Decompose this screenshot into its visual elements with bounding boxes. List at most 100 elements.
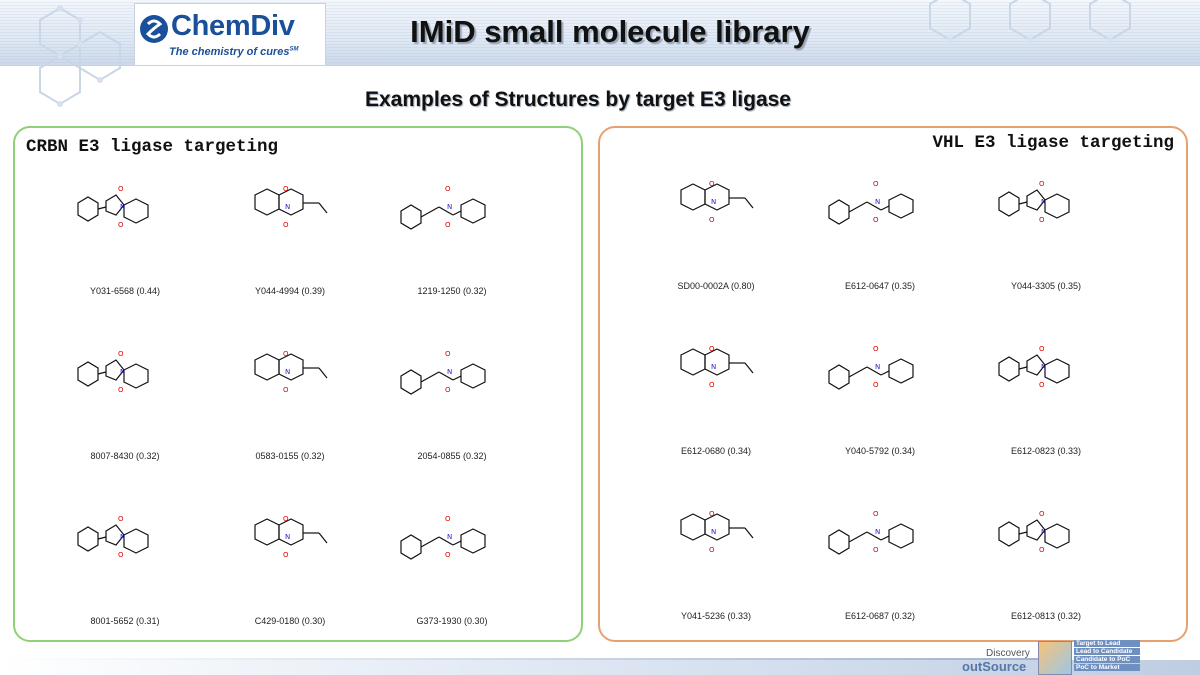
svg-text:N: N [1041, 528, 1046, 536]
svg-text:N: N [875, 528, 880, 536]
molecule-structure-icon: O O N [815, 160, 945, 250]
svg-text:O: O [283, 185, 289, 193]
molecule-structure-icon: O O N [387, 495, 517, 585]
svg-text:N: N [285, 533, 290, 541]
svg-text:N: N [711, 363, 716, 371]
svg-text:O: O [283, 551, 289, 559]
svg-text:O: O [118, 221, 124, 229]
footer-stage: PoC to Market [1074, 664, 1140, 671]
svg-text:N: N [120, 203, 125, 211]
svg-text:O: O [1039, 345, 1045, 353]
svg-text:O: O [1039, 381, 1045, 389]
molecule-structure-icon: O O N [387, 330, 517, 420]
svg-text:N: N [875, 198, 880, 206]
crbn-panel-title: CRBN E3 ligase targeting [26, 137, 279, 157]
svg-text:O: O [709, 381, 715, 389]
svg-text:O: O [118, 551, 124, 559]
svg-text:O: O [445, 386, 451, 394]
footer-band [0, 660, 1200, 675]
svg-text:O: O [709, 345, 715, 353]
compound-label: E612-0813 (0.32) [1010, 611, 1082, 621]
svg-text:O: O [445, 221, 451, 229]
svg-text:O: O [873, 510, 879, 518]
molecule-structure-icon: O O N [651, 160, 781, 250]
svg-text:N: N [875, 363, 880, 371]
molecule-structure-icon: O O N [981, 325, 1111, 415]
footer-discovery: Discovery [986, 648, 1030, 659]
svg-text:O: O [445, 551, 451, 559]
molecule-structure-icon: O O N [225, 165, 355, 255]
page-title: IMiD small molecule library [410, 14, 810, 49]
molecule-structure-icon: O O N [815, 325, 945, 415]
hexagon-pattern-icon [39, 0, 1131, 107]
svg-text:O: O [283, 350, 289, 358]
footer-divider [0, 658, 1040, 660]
vhl-panel-title: VHL E3 ligase targeting [932, 133, 1174, 153]
svg-text:O: O [709, 546, 715, 554]
svg-text:O: O [873, 546, 879, 554]
compound-label: E612-0687 (0.32) [844, 611, 916, 621]
svg-text:N: N [120, 533, 125, 541]
svg-text:O: O [873, 180, 879, 188]
svg-text:O: O [283, 221, 289, 229]
logo-name: ChemDiv [171, 10, 295, 42]
compound-label: C429-0180 (0.30) [254, 616, 326, 626]
svg-text:O: O [873, 345, 879, 353]
svg-text:N: N [285, 368, 290, 376]
chemdiv-logo-icon [140, 15, 168, 43]
svg-text:O: O [283, 515, 289, 523]
svg-text:O: O [709, 216, 715, 224]
svg-text:N: N [447, 533, 452, 541]
svg-text:N: N [120, 368, 125, 376]
section-subtitle: Examples of Structures by target E3 liga… [365, 88, 791, 111]
molecule-structure-icon: O O N [815, 490, 945, 580]
compound-label: 2054-0855 (0.32) [417, 451, 487, 461]
svg-text:N: N [1041, 198, 1046, 206]
svg-text:N: N [285, 203, 290, 211]
vhl-panel: VHL E3 ligase targeting [598, 126, 1188, 642]
svg-text:O: O [873, 216, 879, 224]
molecule-structure-icon: O O N [651, 325, 781, 415]
compound-label: 8007-8430 (0.32) [90, 451, 160, 461]
compound-label: E612-0647 (0.35) [844, 281, 916, 291]
compound-label: Y031-6568 (0.44) [89, 286, 161, 296]
svg-text:O: O [873, 381, 879, 389]
footer-outsource: outSource [962, 659, 1027, 674]
svg-text:O: O [445, 515, 451, 523]
svg-text:N: N [711, 528, 716, 536]
footer-stage: Lead to Candidate [1074, 648, 1140, 655]
compound-label: Y044-4994 (0.39) [254, 286, 326, 296]
compound-label: G373-1930 (0.30) [416, 616, 488, 626]
compound-label: SD00-0002A (0.80) [677, 281, 755, 291]
molecule-structure-icon: O O N [60, 330, 190, 420]
svg-text:O: O [118, 350, 124, 358]
molecule-structure-icon: O O N [225, 495, 355, 585]
compound-label: Y040-5792 (0.34) [844, 446, 916, 456]
svg-text:O: O [118, 185, 124, 193]
molecule-structure-icon: O O N [60, 165, 190, 255]
svg-text:O: O [1039, 216, 1045, 224]
svg-text:O: O [445, 350, 451, 358]
svg-text:N: N [711, 198, 716, 206]
svg-text:O: O [1039, 546, 1045, 554]
molecule-structure-icon: O O N [981, 160, 1111, 250]
footer-stage: Target to Lead [1074, 640, 1140, 647]
compound-label: Y041-5236 (0.33) [680, 611, 752, 621]
compound-label: 8001-5652 (0.31) [90, 616, 160, 626]
svg-text:N: N [447, 368, 452, 376]
svg-text:O: O [118, 515, 124, 523]
svg-text:O: O [445, 185, 451, 193]
outsource-badge-icon [1038, 641, 1072, 675]
molecule-structure-icon: O O N [60, 495, 190, 585]
svg-text:O: O [118, 386, 124, 394]
molecule-structure-icon: O O N [981, 490, 1111, 580]
logo-tagline: The chemistry of curesSM [169, 46, 299, 58]
svg-text:O: O [1039, 510, 1045, 518]
footer-stage: Candidate to PoC [1074, 656, 1140, 663]
svg-text:N: N [1041, 363, 1046, 371]
chemdiv-logo[interactable]: ChemDiv The chemistry of curesSM [134, 3, 326, 66]
svg-text:O: O [1039, 180, 1045, 188]
svg-text:O: O [709, 180, 715, 188]
